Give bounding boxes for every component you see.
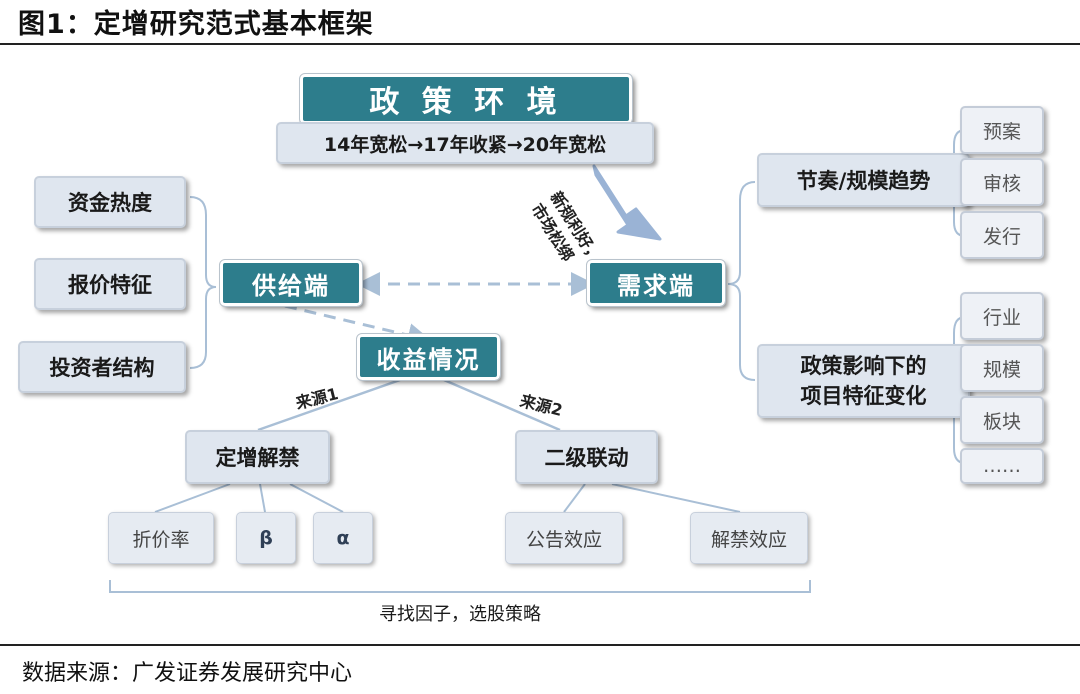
policy-feature-node: 政策影响下的 项目特征变化: [757, 344, 970, 418]
discount-rate-node: 折价率: [108, 512, 214, 564]
source1-to-beta: [259, 483, 266, 513]
source1-node: 定增解禁: [185, 430, 330, 484]
stage-issuance: 发行: [960, 211, 1044, 259]
feature-size: 规模: [960, 344, 1044, 392]
returns-to-source2: [443, 378, 561, 432]
rhythm-scale-node: 节奏/规模趋势: [757, 153, 970, 207]
supply-returns-arrow: [284, 304, 432, 347]
policy-timeline: 14年宽松→17年收紧→20年宽松: [276, 122, 654, 164]
source1-to-discount: [154, 483, 231, 513]
demand-node: 需求端: [586, 259, 726, 307]
supply-factor-quote-features: 报价特征: [34, 258, 186, 310]
policy-environment-node: 政 策 环 境: [299, 73, 633, 125]
feature-board: 板块: [960, 396, 1044, 444]
announcement-effect-node: 公告效应: [505, 512, 623, 564]
bottom-bracket: [109, 580, 811, 593]
unlock-effect-node: 解禁效应: [690, 512, 808, 564]
source2-to-unlock: [611, 483, 741, 513]
demand-bracket: [727, 181, 756, 381]
source2-node: 二级联动: [515, 430, 658, 484]
returns-to-source1: [257, 378, 401, 432]
supply-bracket: [189, 196, 217, 369]
supply-node: 供给端: [219, 259, 363, 307]
policy-feature-line2: 项目特征变化: [800, 384, 927, 408]
returns-node: 收益情况: [356, 333, 501, 381]
alpha-node: α: [313, 512, 373, 564]
beta-node: β: [236, 512, 296, 564]
stage-proposal: 预案: [960, 106, 1044, 154]
figure-title: 图1：定增研究范式基本框架: [18, 9, 374, 40]
supply-factor-investor-structure: 投资者结构: [18, 341, 186, 393]
supply-factor-capital-heat: 资金热度: [34, 176, 186, 228]
source1-to-alpha: [289, 483, 344, 513]
source-note: 数据来源：广发证券发展研究中心: [22, 661, 353, 686]
bottom-strategy-label: 寻找因子，选股策略: [379, 604, 541, 625]
bottom-divider: [0, 644, 1080, 646]
top-divider: [0, 43, 1080, 45]
feature-industry: 行业: [960, 292, 1044, 340]
source2-to-announce: [563, 483, 586, 513]
policy-feature-line1: 政策影响下的: [800, 354, 927, 378]
feature-more: ……: [960, 448, 1044, 484]
policy-demand-arrow: [592, 164, 662, 241]
stage-review: 审核: [960, 158, 1044, 206]
